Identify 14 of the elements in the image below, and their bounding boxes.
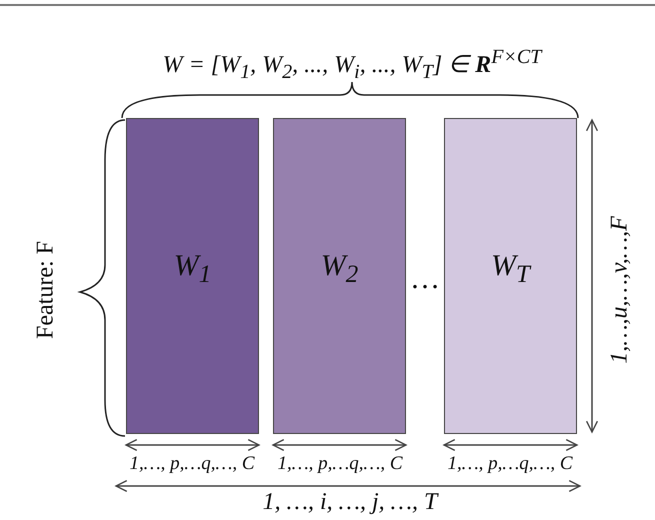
index-label: 1,…, p,…q,…, C <box>277 453 403 475</box>
formula-heading: W = [W$_{1}$, W$_{2}$, ..., W$_{i}$, ..., W$_{T}$] ∈ R$^{F×CT}$ <box>162 46 542 84</box>
matrix-block <box>273 118 406 434</box>
ellipsis: … <box>409 262 441 296</box>
index-label: 1,…,u,…,v,…,F <box>606 216 634 364</box>
matrix-block <box>126 118 259 434</box>
matrix-symbol: W$_{T}$ <box>490 249 532 289</box>
index-label: 1, …, i, …, j, …, T <box>262 489 438 516</box>
matrix-symbol: W$_{2}$ <box>320 249 360 289</box>
matrix-symbol: W$_{1}$ <box>172 249 212 289</box>
axis-label: Feature: F <box>32 241 60 339</box>
index-label: 1,…, p,…q,…, C <box>129 453 255 475</box>
index-label: 1,…, p,…q,…, C <box>447 453 573 475</box>
matrix-block <box>444 118 577 434</box>
